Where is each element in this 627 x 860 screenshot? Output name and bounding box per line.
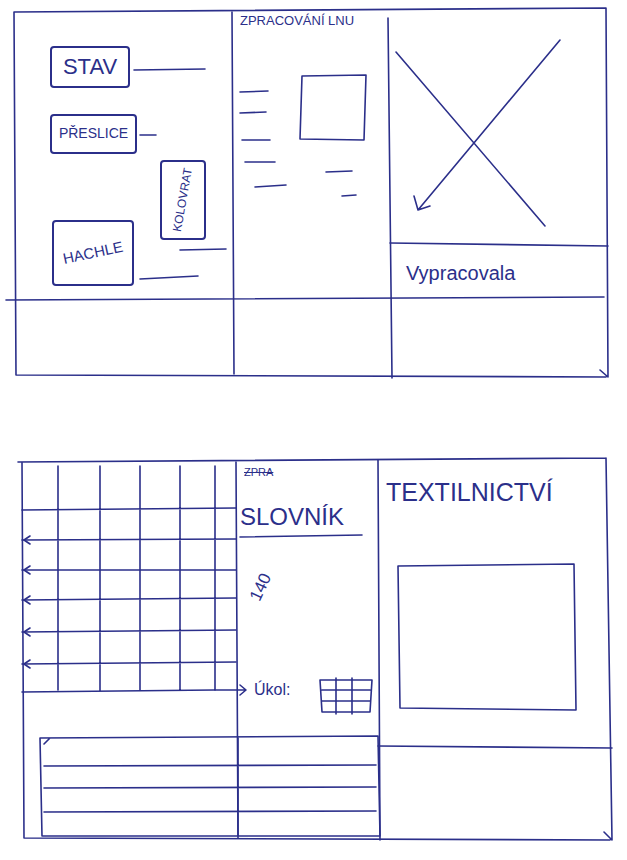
tool-box: STAV: [50, 46, 130, 88]
sketch-label: SLOVNÍK: [240, 503, 344, 531]
text-lines: [134, 69, 226, 279]
sketch-label: TEXTILNICTVÍ: [386, 478, 553, 507]
fold-line: [378, 746, 612, 748]
tool-box: KOLOVRAT: [160, 160, 206, 240]
tool-box: HACHLE: [52, 220, 134, 286]
image-placeholder: [300, 75, 366, 140]
column-divider: [232, 12, 392, 378]
sketch-label: Úkol:: [254, 681, 290, 699]
bottom-tables: [40, 736, 380, 836]
image-placeholder-cross: [396, 40, 560, 226]
column-divider: [236, 460, 380, 840]
box-label: PŘESLICE: [59, 126, 128, 141]
panel-outline: [18, 458, 612, 840]
sketch-label: 140: [246, 570, 276, 604]
box-label: STAV: [63, 55, 117, 79]
text-lines: [240, 91, 356, 196]
title-underline: [240, 535, 362, 537]
small-table: [320, 678, 372, 714]
box-label: HACHLE: [62, 239, 125, 268]
pointer-arrow: [215, 685, 246, 695]
table-grid: [22, 466, 236, 692]
sketch-label: ZPRACOVÁNÍ LNU: [240, 14, 354, 29]
sketch-label: Vypracovala: [406, 262, 515, 285]
tool-box: PŘESLICE: [50, 114, 137, 154]
row-arrows: [24, 536, 30, 668]
crossed-out-note: ZPRA: [244, 466, 273, 479]
box-label: KOLOVRAT: [171, 167, 195, 233]
column-divider: [390, 243, 608, 246]
panel-outline: [14, 8, 608, 377]
fold-line: [6, 297, 604, 300]
image-placeholder: [398, 564, 576, 710]
